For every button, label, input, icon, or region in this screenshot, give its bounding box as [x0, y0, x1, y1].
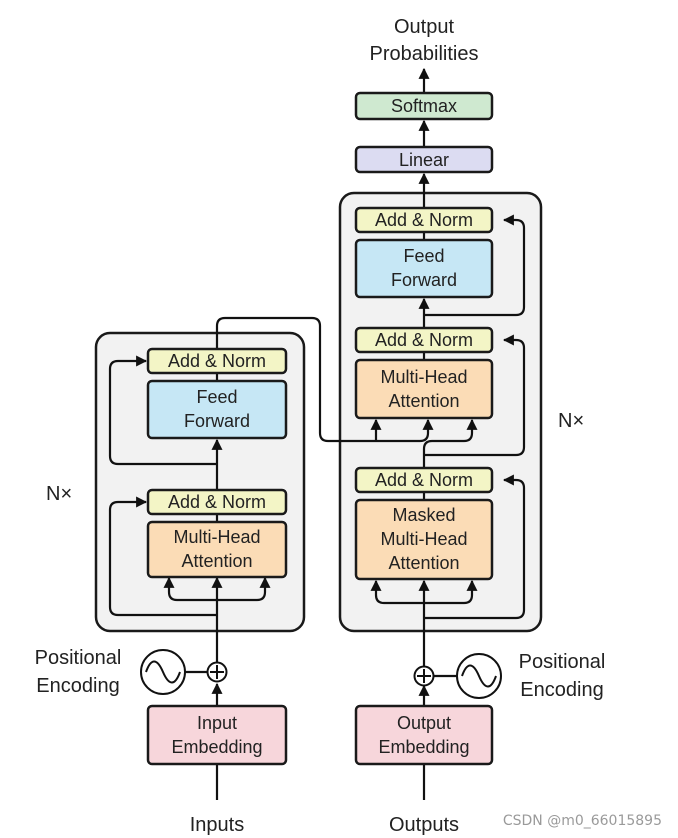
inputs-label: Inputs [190, 814, 244, 836]
decoder-feed-forward-label-2: Forward [391, 270, 457, 290]
encoder-add-norm-bottom-label: Add & Norm [168, 492, 266, 512]
decoder-add-norm-top-label: Add & Norm [375, 210, 473, 230]
decoder-cross-attention-label-2: Attention [388, 391, 459, 411]
encoder-add-norm-top-block [146, 347, 288, 375]
input-embedding-label-2: Embedding [171, 737, 262, 757]
encoder-feed-forward-label-1: Feed [196, 387, 237, 407]
decoder-positional-label-1: Positional [519, 651, 606, 673]
encoder-feed-forward-block [146, 379, 288, 440]
linear-label: Linear [399, 150, 449, 170]
encoder-repeat-label: N× [46, 483, 72, 505]
output-embedding-block [354, 704, 494, 766]
encoder-add-norm-top-label: Add & Norm [168, 351, 266, 371]
encoder-attention-label-1: Multi-Head [173, 527, 260, 547]
output-probabilities-label-2: Probabilities [370, 43, 479, 65]
linear-block [354, 145, 494, 174]
softmax-label: Softmax [391, 96, 457, 116]
decoder-cross-attention-label-1: Multi-Head [380, 367, 467, 387]
output-embedding-label-2: Embedding [378, 737, 469, 757]
encoder-feed-forward-label-2: Forward [184, 411, 250, 431]
encoder-wires [108, 316, 434, 800]
decoder-masked-attention-label-1: Masked [392, 505, 455, 525]
encoder-attention-label-2: Attention [181, 551, 252, 571]
decoder-add-norm-middle-label: Add & Norm [375, 330, 473, 350]
outputs-label: Outputs [389, 814, 459, 836]
encoder-sine-icon [145, 660, 181, 684]
decoder-add-norm-bottom-label: Add & Norm [375, 470, 473, 490]
decoder-positional-label-2: Encoding [520, 679, 603, 701]
decoder-masked-attention-label-2: Multi-Head [380, 529, 467, 549]
decoder-feed-forward-label-1: Feed [403, 246, 444, 266]
input-embedding-block [146, 704, 288, 766]
decoder-masked-attention-block [354, 498, 494, 581]
watermark: CSDN @m0_66015895 [503, 813, 662, 829]
decoder-repeat-label: N× [558, 410, 584, 432]
encoder-positional-label-2: Encoding [36, 675, 119, 697]
encoder-positional-label-1: Positional [35, 647, 122, 669]
encoder-add-norm-bottom-block [146, 488, 288, 516]
decoder-add-norm-bottom-block [354, 466, 494, 494]
decoder-masked-attention-label-3: Attention [388, 553, 459, 573]
decoder-cross-attention-block [354, 358, 494, 420]
output-embedding-label-1: Output [397, 713, 451, 733]
softmax-block [354, 91, 494, 121]
decoder-add-norm-middle-block [354, 326, 494, 354]
decoder-add-norm-top-block [354, 206, 494, 234]
input-embedding-label-1: Input [197, 713, 237, 733]
output-probabilities-label-1: Output [394, 16, 454, 38]
decoder-feed-forward-block [354, 238, 494, 299]
decoder-wires [370, 67, 526, 800]
decoder-sine-icon [461, 664, 497, 688]
encoder-attention-block [146, 520, 288, 579]
encoder-stack [94, 331, 306, 633]
